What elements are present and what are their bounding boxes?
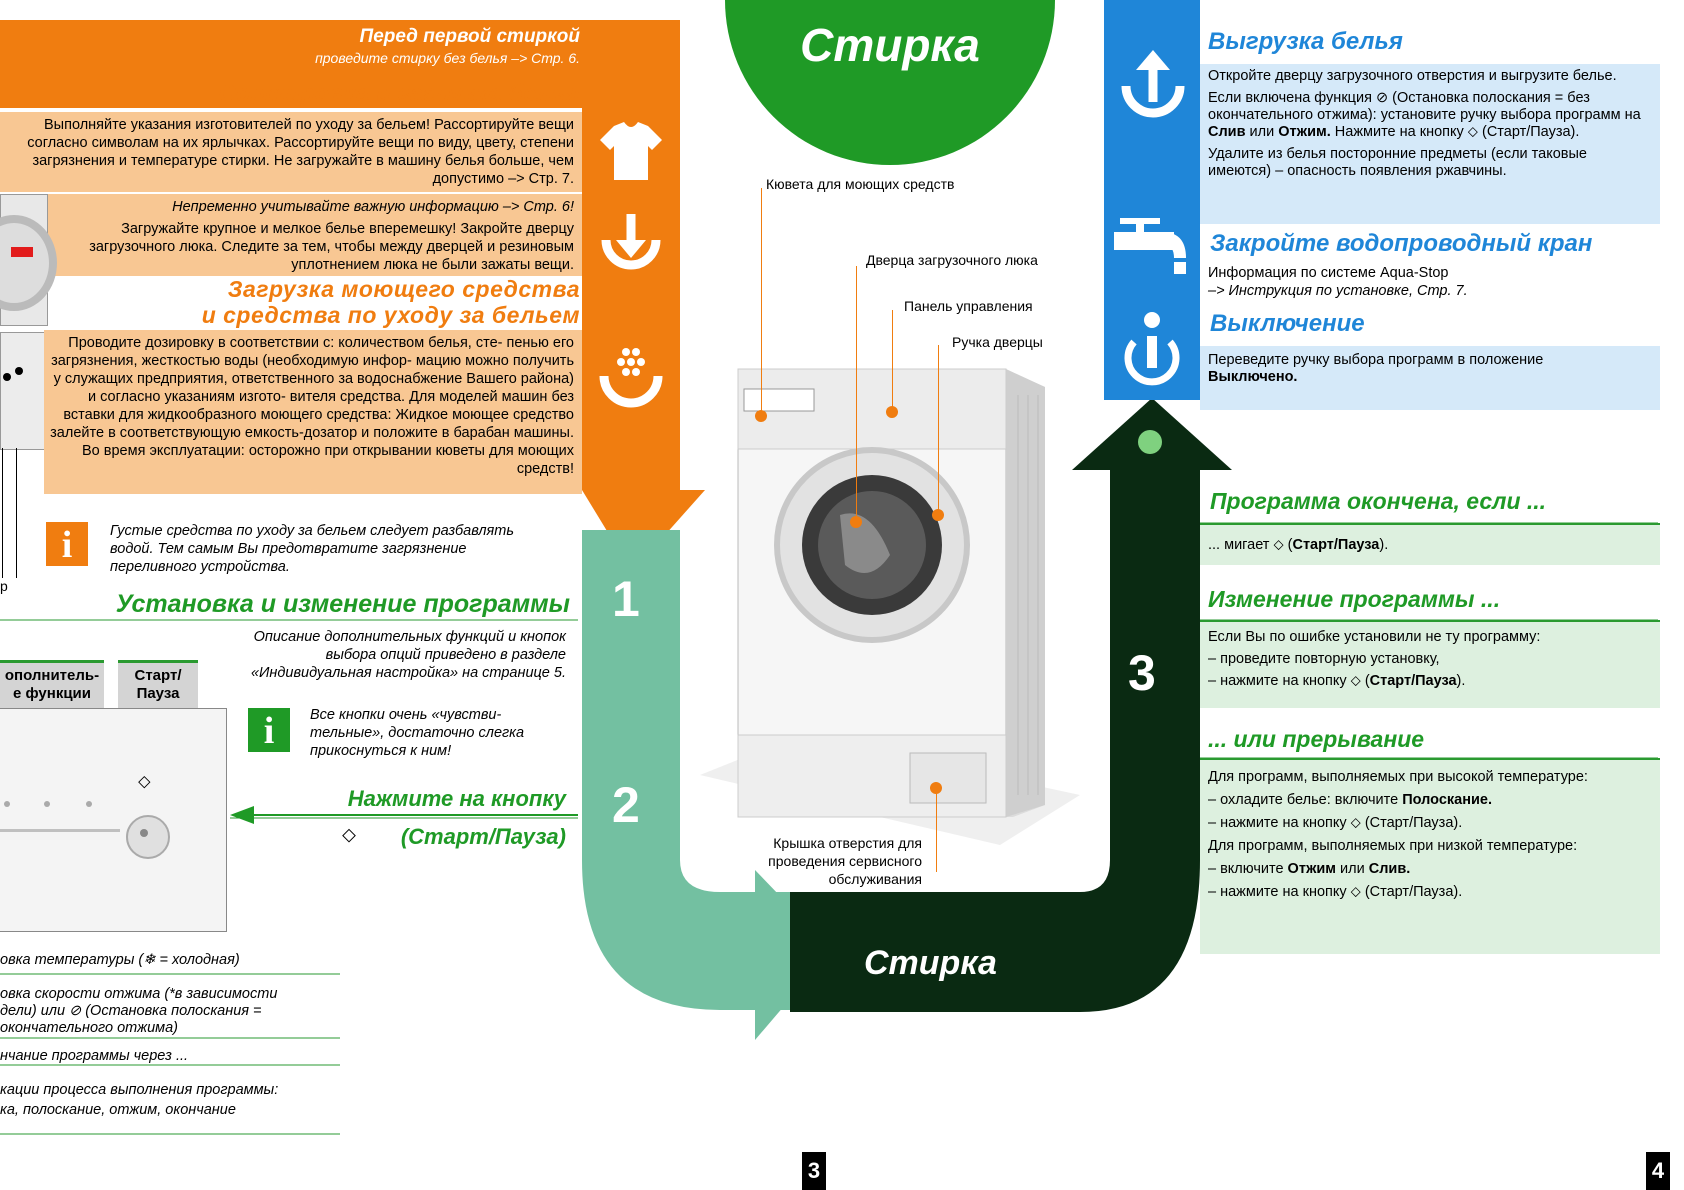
- detergent-heading-2: и средства по уходу за бельем: [201, 302, 580, 328]
- label-door-handle: Ручка дверцы: [952, 334, 1043, 350]
- temp-line: овка температуры (❄ = холодная): [0, 952, 240, 968]
- program-heading: Установка и изменение программы: [115, 590, 570, 618]
- start-pause-text: (Старт/Пауза): [400, 824, 566, 849]
- unload-p3: Удалите из белья посторонние предметы (е…: [1208, 146, 1587, 179]
- off-heading: Выключение: [1210, 310, 1365, 337]
- control-panel-image: ⬦: [0, 708, 227, 932]
- label-control-panel: Панель управления: [904, 298, 1033, 314]
- unload-p1: Откройте дверцу загрузочного отверстия и…: [1208, 68, 1617, 84]
- detergent-heading-1: Загрузка моющего средства: [227, 276, 580, 302]
- abort-heading: ... или прерывание: [1208, 726, 1425, 752]
- tap-p1: Информация по системе Aqua-Stop: [1208, 265, 1449, 281]
- label-door: Дверца загрузочного люка: [866, 252, 1038, 268]
- load-arrow-icon: [601, 214, 661, 270]
- door-dot: [850, 516, 862, 528]
- step-1: 1: [612, 571, 640, 627]
- done-heading: Программа окончена, если ...: [1210, 488, 1547, 514]
- info-note: Густые средства по уходу за бельем следу…: [110, 523, 514, 575]
- washing-machine-image: [700, 368, 1080, 845]
- off-p2: Выключено.: [1208, 369, 1298, 385]
- step-3: 3: [1128, 645, 1156, 701]
- off-box: Переведите ручку выбора программ в полож…: [1200, 346, 1660, 410]
- label-detergent-drawer: Кювета для моющих средств: [766, 176, 955, 192]
- detergent-icon: [599, 348, 663, 408]
- page-number-right: 4: [1646, 1152, 1670, 1190]
- shirt-icon: [600, 122, 662, 180]
- power-off-icon: [1124, 312, 1180, 386]
- start-pause-icon: ⬦: [342, 824, 356, 846]
- unload-arrow-icon: [1121, 50, 1185, 118]
- spin-line: овка скорости отжима (*в зависимости дел…: [0, 986, 278, 1036]
- info-icon: i: [46, 522, 88, 566]
- tap-text: Информация по системе Aqua-Stop –> Инстр…: [1208, 264, 1468, 300]
- title-bottom: Стирка: [864, 944, 997, 982]
- press-button-text: Нажмите на кнопку: [347, 786, 566, 811]
- side-letter: p: [0, 578, 8, 594]
- unload-p2: Если включена функция ⊘ (Остановка полос…: [1208, 90, 1641, 140]
- end-line: нчание программы через ...: [0, 1048, 189, 1064]
- tap-heading: Закройте водопроводный кран: [1210, 230, 1593, 257]
- indication-line: кации процесса выполнения программы: ка,…: [0, 1082, 279, 1118]
- title-top: Стирка: [800, 19, 980, 71]
- info-icon-green: i: [248, 708, 290, 752]
- mint-arm: [582, 530, 790, 1010]
- step-2: 2: [612, 777, 640, 833]
- drawer-dot: [755, 410, 767, 422]
- detergent-text: Проводите дозировку в соответствии с: ко…: [44, 330, 582, 494]
- change-heading: Изменение программы ...: [1208, 586, 1501, 612]
- water-tap-icon: [1114, 218, 1186, 274]
- sorting-text: Выполняйте указания изготовителей по ухо…: [0, 112, 582, 192]
- off-p1: Переведите ручку выбора программ в полож…: [1208, 352, 1544, 368]
- loading-text: Загружайте крупное и мелкое белье вперем…: [38, 216, 582, 276]
- start-pause-tab: Старт/ Пауза: [118, 660, 198, 708]
- sorting-heading: Сортировка и загрузка белья: [218, 80, 580, 106]
- unload-box: Откройте дверцу загрузочного отверстия и…: [1200, 64, 1660, 224]
- panel-dot: [886, 406, 898, 418]
- machine-door-image: [0, 194, 57, 326]
- first-wash-sub: проведите стирку без белья –> Стр. 6.: [315, 50, 580, 66]
- label-service-cover: Крышка отверстия для проведения сервисно…: [768, 835, 922, 887]
- green-top-circle: [725, 0, 1055, 165]
- service-dot: [930, 782, 942, 794]
- unload-heading: Выгрузка белья: [1208, 28, 1403, 55]
- done-box: ... мигает ⬦ (Старт/Пауза).: [1200, 523, 1660, 565]
- tap-p2: –> Инструкция по установке, Стр. 7.: [1208, 283, 1468, 299]
- abort-box: Для программ, выполняемых при высокой те…: [1200, 758, 1660, 954]
- first-wash-title: Перед первой стиркой: [359, 26, 580, 47]
- handle-dot: [932, 509, 944, 521]
- program-desc: Описание дополнительных функций и кнопок…: [250, 629, 566, 681]
- extra-functions-tab: ополнитель- е функции: [0, 660, 104, 708]
- dark-green-arm: [790, 470, 1200, 1012]
- sensitive-note: Все кнопки очень «чувстви- тельные», дос…: [310, 707, 525, 759]
- detergent-drawer-image: [0, 332, 48, 450]
- page-number-left: 3: [802, 1152, 826, 1190]
- change-box: Если Вы по ошибке установили не ту прогр…: [1200, 620, 1660, 708]
- sorting-note: Непременно учитывайте важную информацию …: [38, 194, 582, 216]
